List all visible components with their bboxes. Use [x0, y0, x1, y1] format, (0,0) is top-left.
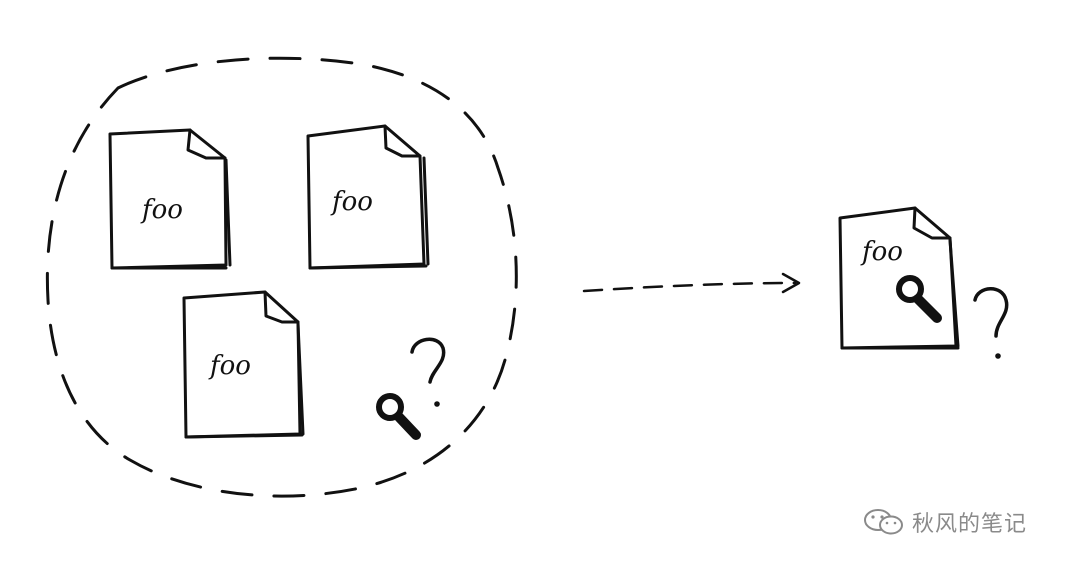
document-shadow: [110, 158, 232, 270]
magnifier-icon: [896, 275, 942, 323]
document-2: foo: [306, 124, 430, 270]
document-fold: [912, 206, 952, 240]
arrow: [582, 272, 801, 294]
document-fold: [186, 128, 227, 160]
document-shadow: [308, 156, 430, 270]
watermark-text: 秋风的笔记: [912, 512, 1028, 537]
result-document: foo: [838, 206, 960, 350]
document-label: foo: [208, 351, 251, 381]
document-outline: [108, 128, 228, 270]
collection-boundary: [45, 56, 518, 498]
watermark: 秋风的笔记: [862, 505, 1027, 539]
document-3: foo: [182, 290, 305, 439]
document-fold: [263, 290, 300, 324]
document-label: foo: [330, 187, 373, 217]
document-label: foo: [860, 237, 903, 267]
wechat-icon: [864, 509, 903, 535]
document-label: foo: [140, 195, 183, 225]
document-shadow: [840, 238, 960, 350]
document-shadow: [184, 322, 305, 439]
question-mark-icon: [973, 287, 1009, 359]
document-fold: [383, 124, 422, 158]
question-mark-icon: [410, 337, 446, 407]
document-outline: [838, 206, 958, 350]
document-outline: [306, 124, 426, 270]
document-1: foo: [108, 128, 232, 270]
magnifier-icon: [376, 393, 421, 440]
